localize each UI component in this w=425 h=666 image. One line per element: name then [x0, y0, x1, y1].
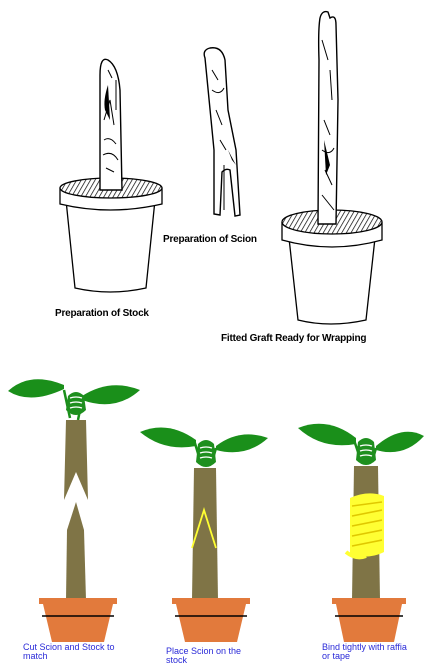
panel-cut [8, 379, 140, 642]
scion-label: Preparation of Scion [163, 234, 257, 245]
fitted-stem [318, 12, 338, 224]
pot-1 [39, 598, 117, 642]
stock-label: Preparation of Stock [55, 308, 149, 319]
fitted-graft-illustration [282, 12, 382, 324]
caption-bind-line2: or tape [322, 652, 425, 661]
pot-2 [172, 598, 250, 642]
caption-place: Place Scion on the stock [166, 647, 276, 665]
stock-cut [66, 502, 86, 600]
scion-illustration [204, 48, 240, 216]
caption-cut: Cut Scion and Stock to match [23, 643, 143, 661]
caption-bind: Bind tightly with raffia or tape [322, 643, 425, 661]
caption-cut-line2: match [23, 652, 143, 661]
panel-bind [298, 424, 424, 642]
caption-place-line2: stock [166, 656, 276, 665]
fitted-label: Fitted Graft Ready for Wrapping [221, 333, 366, 344]
raffia-tape [346, 493, 384, 557]
stock-pot-illustration [60, 59, 162, 292]
stock-stem [100, 59, 122, 190]
scion-cut [8, 379, 140, 500]
panel-place [140, 428, 268, 643]
pot-3 [332, 598, 406, 642]
